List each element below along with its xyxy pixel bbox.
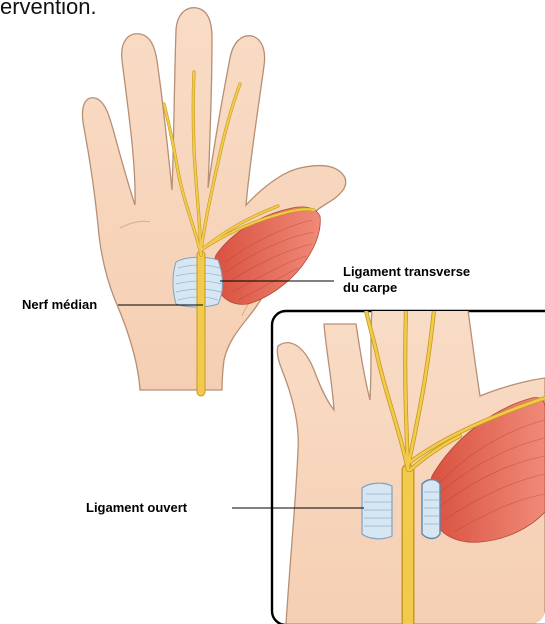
transverse-ligament-label-line1: Ligament transverse — [343, 264, 470, 280]
transverse-ligament-label-line2: du carpe — [343, 280, 470, 296]
median-nerve-label: Nerf médian — [22, 297, 97, 313]
open-ligament-right — [422, 480, 440, 539]
transverse-ligament-label: Ligament transverse du carpe — [343, 264, 470, 296]
inset-panel — [272, 310, 545, 624]
open-ligament-left — [362, 483, 392, 539]
open-ligament-label: Ligament ouvert — [86, 500, 187, 516]
